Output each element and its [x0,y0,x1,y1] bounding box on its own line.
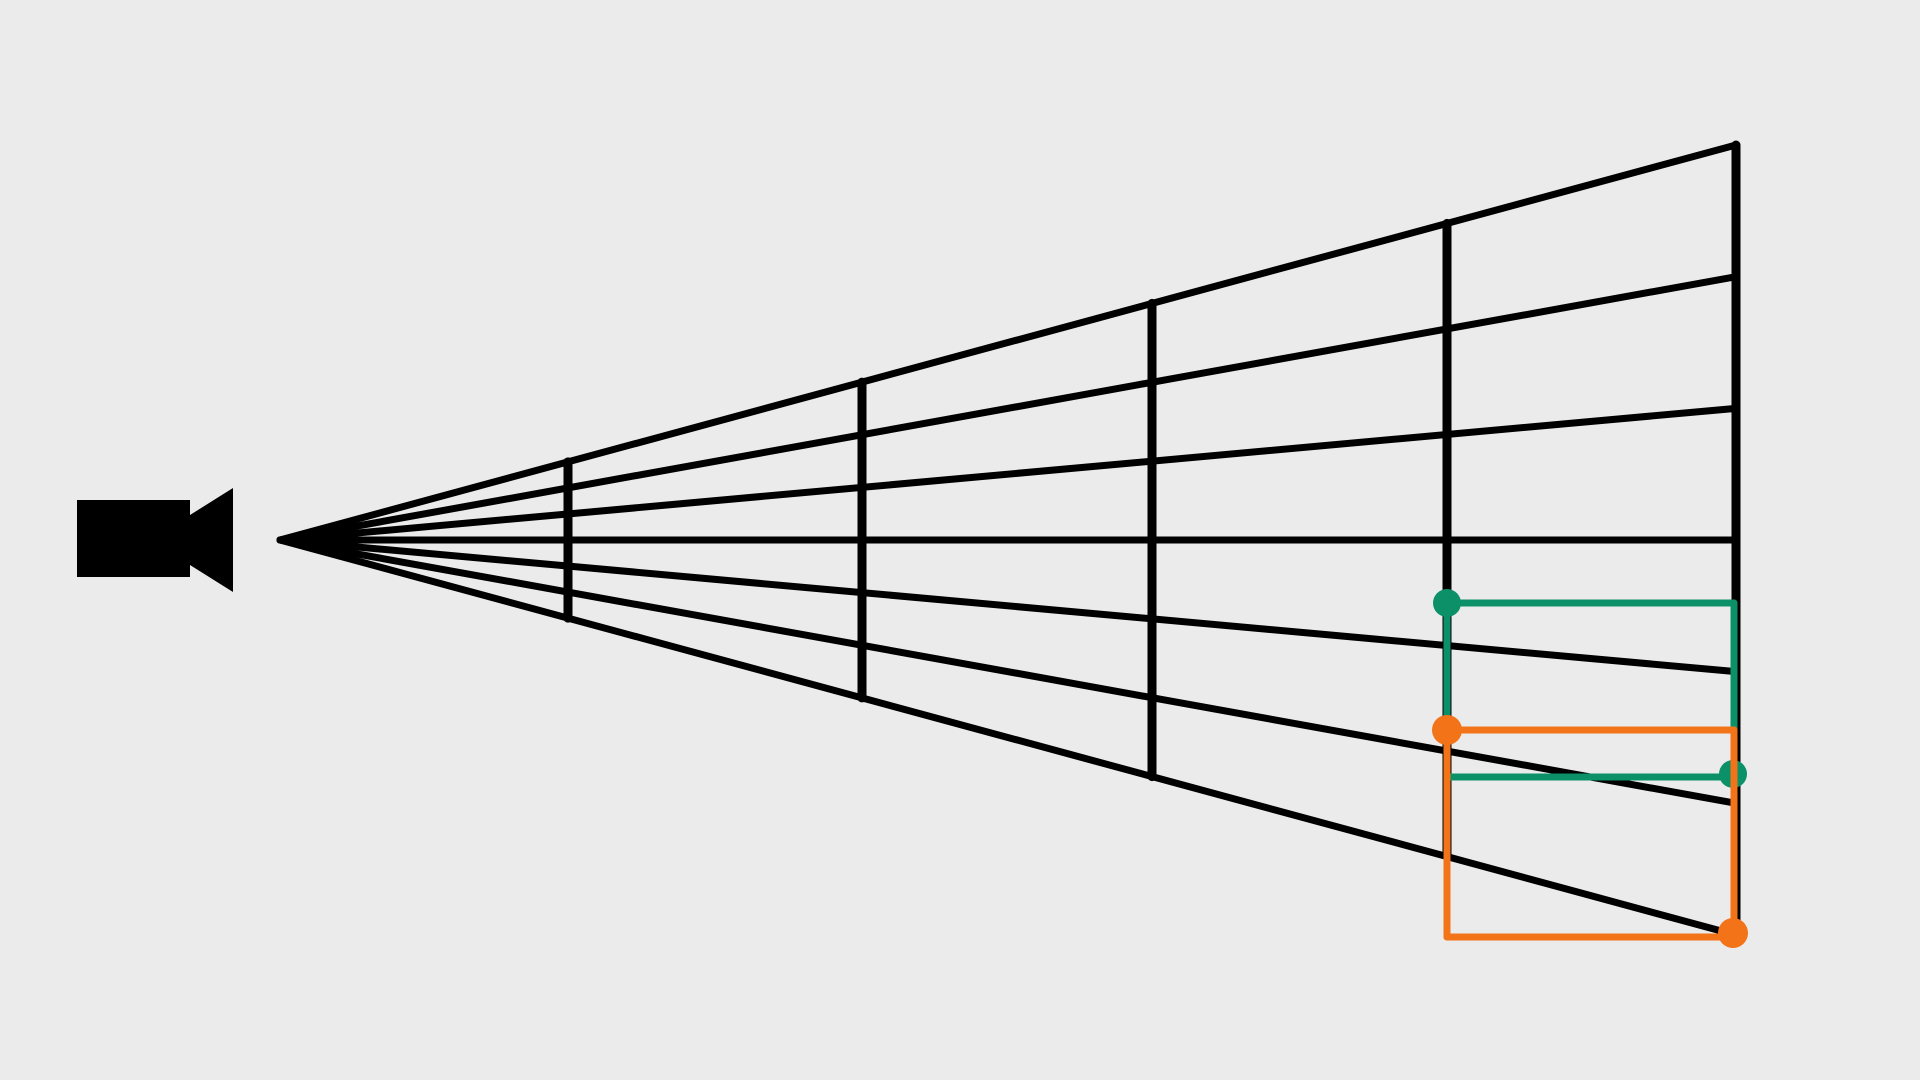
camera-icon [77,488,233,592]
frustum-ray-2 [276,273,1740,544]
orange-box-point-2 [1718,918,1748,948]
frustum-ray-3 [276,404,1740,544]
orange-box [1432,715,1748,948]
green-box-point-1 [1433,589,1461,617]
orange-box-point-1 [1432,715,1462,745]
frustum-ray-5 [276,536,1740,676]
frustum-lines [276,140,1741,940]
frustum-ray-1 [276,141,1740,544]
frustum-ray-6 [276,536,1740,807]
frustum-ray-7 [276,536,1740,939]
